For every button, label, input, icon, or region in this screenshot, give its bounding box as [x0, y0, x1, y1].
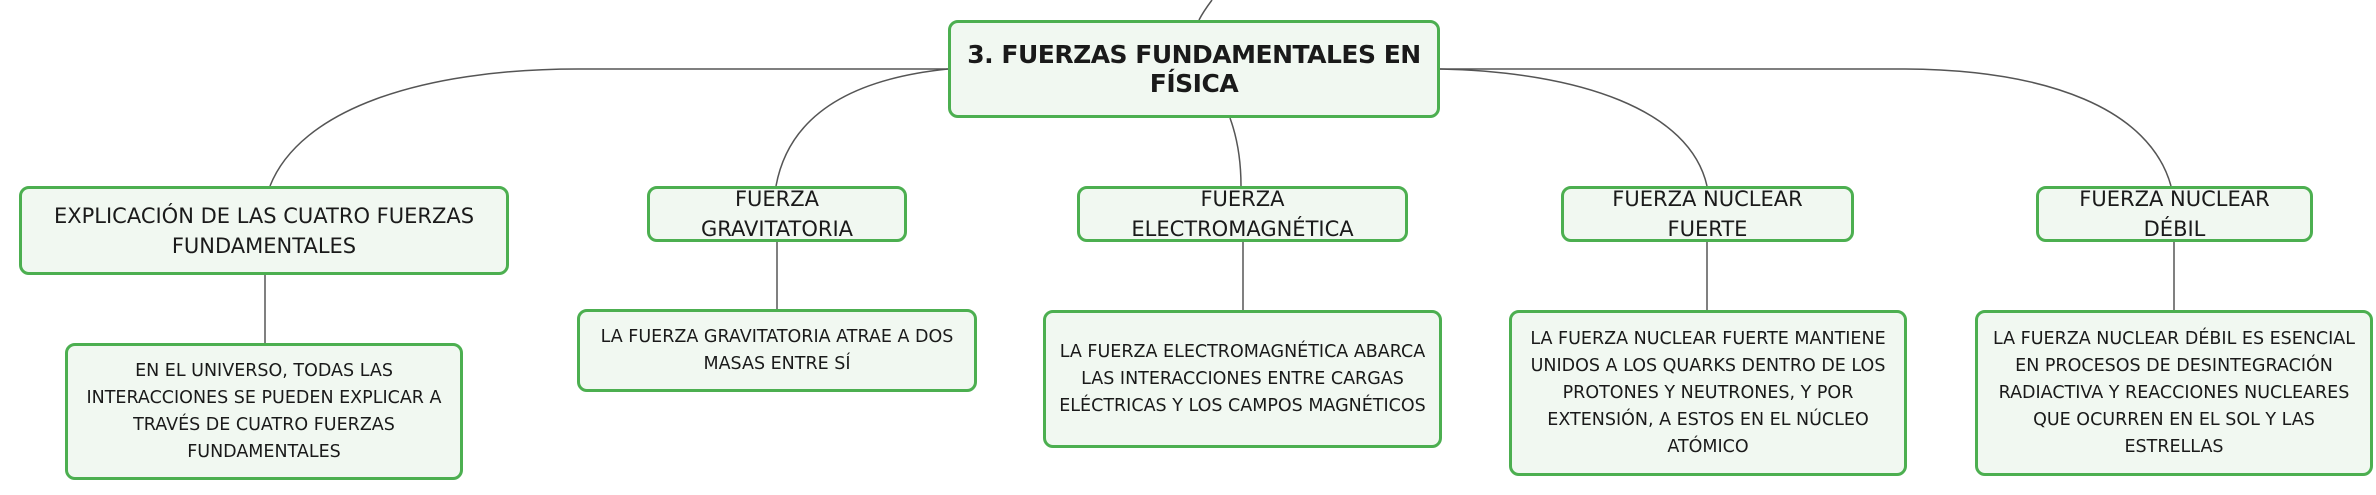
- detail-label: LA FUERZA NUCLEAR DÉBIL ES ESENCIAL EN P…: [1992, 328, 2356, 457]
- branch-node-explicacion[interactable]: EXPLICACIÓN DE LAS CUATRO FUERZAS FUNDAM…: [19, 186, 509, 275]
- branch-node-electromagnetica[interactable]: FUERZA ELECTROMAGNÉTICA: [1077, 186, 1408, 242]
- root-topic-label: 3. FUERZAS FUNDAMENTALES EN FÍSICA: [967, 40, 1421, 98]
- detail-label: LA FUERZA NUCLEAR FUERTE MANTIENE UNIDOS…: [1530, 328, 1886, 457]
- branch-label: FUERZA NUCLEAR DÉBIL: [2079, 187, 2270, 241]
- detail-label: EN EL UNIVERSO, TODAS LAS INTERACCIONES …: [86, 360, 442, 462]
- detail-node-nuclear-debil[interactable]: LA FUERZA NUCLEAR DÉBIL ES ESENCIAL EN P…: [1975, 310, 2373, 476]
- detail-label: LA FUERZA ELECTROMAGNÉTICA ABARCA LAS IN…: [1059, 341, 1426, 416]
- connector-root-branch-2: [775, 68, 949, 187]
- branch-label: EXPLICACIÓN DE LAS CUATRO FUERZAS FUNDAM…: [53, 203, 475, 258]
- branch-label: FUERZA ELECTROMAGNÉTICA: [1131, 187, 1354, 241]
- connector-root-branch-3: [1229, 117, 1242, 187]
- branch-node-gravitatoria[interactable]: FUERZA GRAVITATORIA: [647, 186, 907, 242]
- connector-to-parent: [1198, 0, 1213, 21]
- branch-label: FUERZA NUCLEAR FUERTE: [1612, 187, 1803, 241]
- connector-root-branch-1: [269, 68, 948, 187]
- detail-node-explicacion[interactable]: EN EL UNIVERSO, TODAS LAS INTERACCIONES …: [65, 343, 463, 480]
- branch-node-nuclear-fuerte[interactable]: FUERZA NUCLEAR FUERTE: [1561, 186, 1854, 242]
- detail-node-nuclear-fuerte[interactable]: LA FUERZA NUCLEAR FUERTE MANTIENE UNIDOS…: [1509, 310, 1907, 476]
- detail-label: LA FUERZA GRAVITATORIA ATRAE A DOS MASAS…: [600, 326, 954, 374]
- root-topic-node[interactable]: 3. FUERZAS FUNDAMENTALES EN FÍSICA: [948, 20, 1440, 118]
- connector-root-branch-4: [1439, 68, 1708, 187]
- detail-node-electromagnetica[interactable]: LA FUERZA ELECTROMAGNÉTICA ABARCA LAS IN…: [1043, 310, 1442, 448]
- branch-label: FUERZA GRAVITATORIA: [700, 187, 854, 241]
- detail-node-gravitatoria[interactable]: LA FUERZA GRAVITATORIA ATRAE A DOS MASAS…: [577, 309, 977, 392]
- branch-node-nuclear-debil[interactable]: FUERZA NUCLEAR DÉBIL: [2036, 186, 2313, 242]
- connector-root-branch-5: [1440, 68, 2172, 187]
